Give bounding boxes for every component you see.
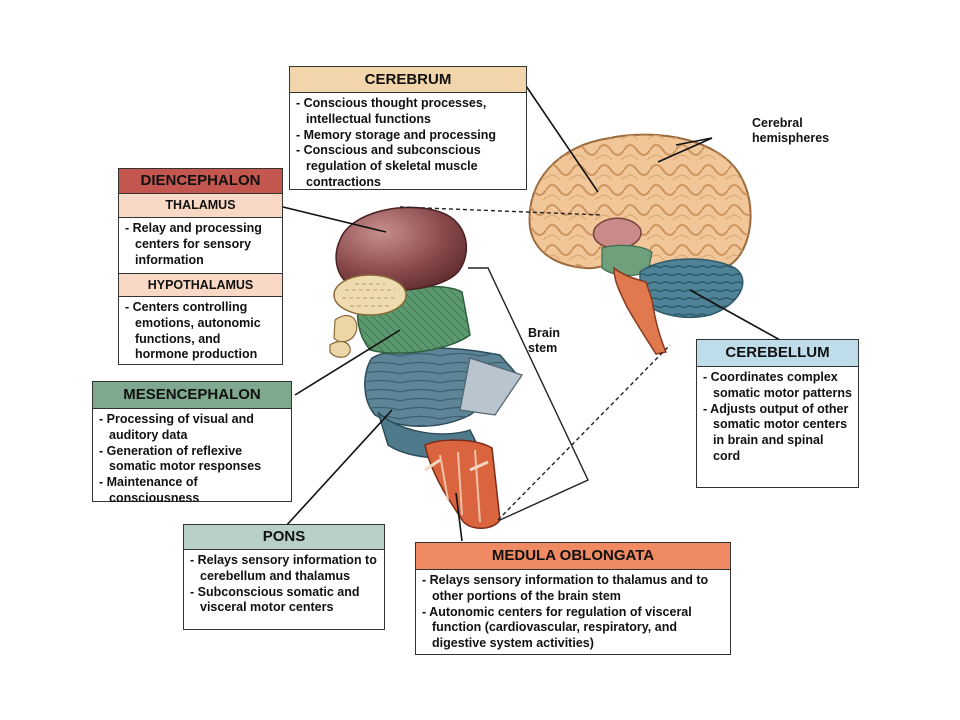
list-item: Relays sensory information to cerebellum… (190, 553, 378, 585)
cerebral-hemispheres-label: Cerebral hemispheres (752, 116, 830, 145)
list-item: Memory storage and processing (296, 128, 520, 144)
mesencephalon-header: MESENCEPHALON (93, 382, 291, 409)
diencephalon-region-shape (592, 217, 642, 249)
diencephalon-box: DIENCEPHALON THALAMUS Relay and processi… (118, 168, 283, 365)
list-item: Processing of visual and auditory data (99, 412, 285, 444)
list-item: Autonomic centers for regulation of visc… (422, 605, 724, 652)
leader-lines (282, 79, 781, 542)
list-item: Subconscious somatic and visceral motor … (190, 585, 378, 617)
list-item: Relay and processing centers for sensory… (125, 221, 276, 268)
brain-stem-bracket (468, 267, 589, 521)
list-item: Conscious and subconscious regulation of… (296, 143, 520, 190)
cerebrum-box: CEREBRUM Conscious thought processes, in… (289, 66, 527, 190)
whole-brain-drawing (528, 133, 752, 355)
mesencephalon-box: MESENCEPHALON Processing of visual and a… (92, 381, 292, 505)
pons-header: PONS (184, 525, 384, 550)
thalamus-list: Relay and processing centers for sensory… (119, 218, 282, 273)
brainstem-shape (613, 266, 668, 355)
cerebellum-header: CEREBELLUM (697, 340, 858, 367)
thalamus-header: THALAMUS (119, 194, 282, 218)
geniculate-shape (333, 274, 407, 316)
pons-list: Relays sensory information to cerebellum… (184, 550, 384, 618)
medulla-header: MEDULA OBLONGATA (416, 543, 730, 570)
list-item: Adjusts output of other somatic motor ce… (703, 402, 852, 465)
brainstem-detail-drawing (329, 206, 523, 529)
cerebellum-list: Coordinates complex somatic motor patter… (697, 367, 858, 467)
cerebrum-header: CEREBRUM (290, 67, 526, 93)
list-item: Conscious thought processes, intellectua… (296, 96, 520, 128)
medulla-shape (424, 439, 501, 529)
medulla-list: Relays sensory information to thalamus a… (416, 570, 730, 654)
cerebellum-box: CEREBELLUM Coordinates complex somatic m… (696, 339, 859, 488)
brain-stem-label: Brain stem (528, 326, 560, 355)
list-item: Relays sensory information to thalamus a… (422, 573, 724, 605)
medulla-box: MEDULA OBLONGATA Relays sensory informat… (415, 542, 731, 655)
list-item: Coordinates complex somatic motor patter… (703, 370, 852, 402)
cerebrum-list: Conscious thought processes, intellectua… (290, 93, 526, 193)
list-item: Maintenance of consciousness (99, 475, 285, 507)
hypothalamus-list: Centers controlling emotions, autonomic … (119, 297, 282, 365)
diencephalon-header: DIENCEPHALON (119, 169, 282, 194)
list-item: Generation of reflexive somatic motor re… (99, 444, 285, 476)
mesencephalon-list: Processing of visual and auditory data G… (93, 409, 291, 509)
pons-box: PONS Relays sensory information to cereb… (183, 524, 385, 630)
hypothalamus-header: HYPOTHALAMUS (119, 273, 282, 297)
list-item: Centers controlling emotions, autonomic … (125, 300, 276, 363)
